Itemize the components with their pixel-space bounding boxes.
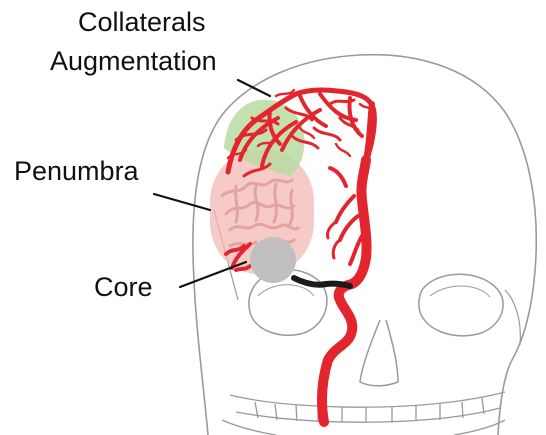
penumbra-label: Penumbra <box>14 156 139 186</box>
nasal-cavity <box>360 320 398 386</box>
upper-jaw-teeth <box>222 392 505 435</box>
eye-sockets <box>249 270 503 336</box>
collaterals-label-line1: Collaterals <box>78 7 206 37</box>
core-pointer <box>180 262 246 287</box>
penumbra-pointer <box>154 194 210 210</box>
core-label: Core <box>94 272 153 302</box>
collaterals-label-line2: Augmentation <box>50 46 217 76</box>
infarct-core <box>250 237 296 283</box>
occluded-segment <box>294 278 350 286</box>
